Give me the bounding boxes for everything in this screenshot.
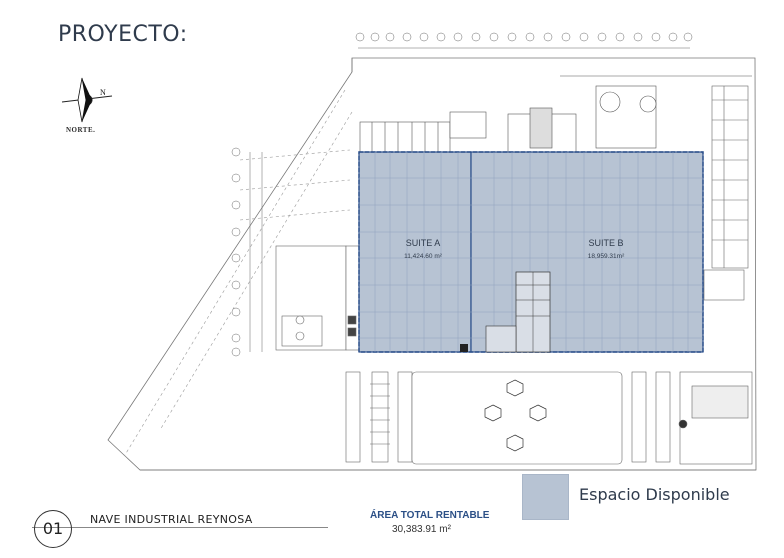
north-arrow-icon: N — [61, 77, 113, 123]
left-lot — [275, 245, 361, 351]
gazebo-icons — [484, 379, 547, 452]
sheet-number-badge: 01 — [34, 510, 72, 548]
top-structures — [359, 75, 752, 153]
top-grid-markers — [355, 32, 693, 49]
site-plan: SUITE A 11,424.60 m² SUITE B 18,959.31m² — [107, 32, 757, 471]
left-setback-lines — [124, 89, 353, 456]
suite-b-area: 18,959.31m² — [588, 253, 625, 260]
total-area-label: ÁREA TOTAL RENTABLE — [370, 510, 490, 521]
legend-swatch — [522, 474, 569, 520]
project-name: NAVE INDUSTRIAL REYNOSA — [90, 513, 253, 526]
page-title: PROYECTO: — [58, 22, 188, 47]
footer-divider — [32, 527, 328, 528]
suite-b — [470, 151, 704, 353]
left-grid-markers — [231, 147, 263, 357]
suite-b-name: SUITE B — [588, 238, 623, 248]
legend-label: Espacio Disponible — [579, 485, 730, 504]
warehouse-building: SUITE A 11,424.60 m² SUITE B 18,959.31m² — [358, 151, 704, 353]
compass-letter: N — [100, 88, 106, 97]
front-parking — [345, 371, 753, 465]
total-area-value: 30,383.91 m² — [392, 524, 451, 535]
suite-a-area: 11,424.60 m² — [404, 253, 443, 260]
north-label: NORTE. — [66, 126, 96, 134]
right-parking — [703, 85, 749, 301]
suite-a-name: SUITE A — [406, 238, 441, 248]
suite-a — [358, 151, 472, 353]
